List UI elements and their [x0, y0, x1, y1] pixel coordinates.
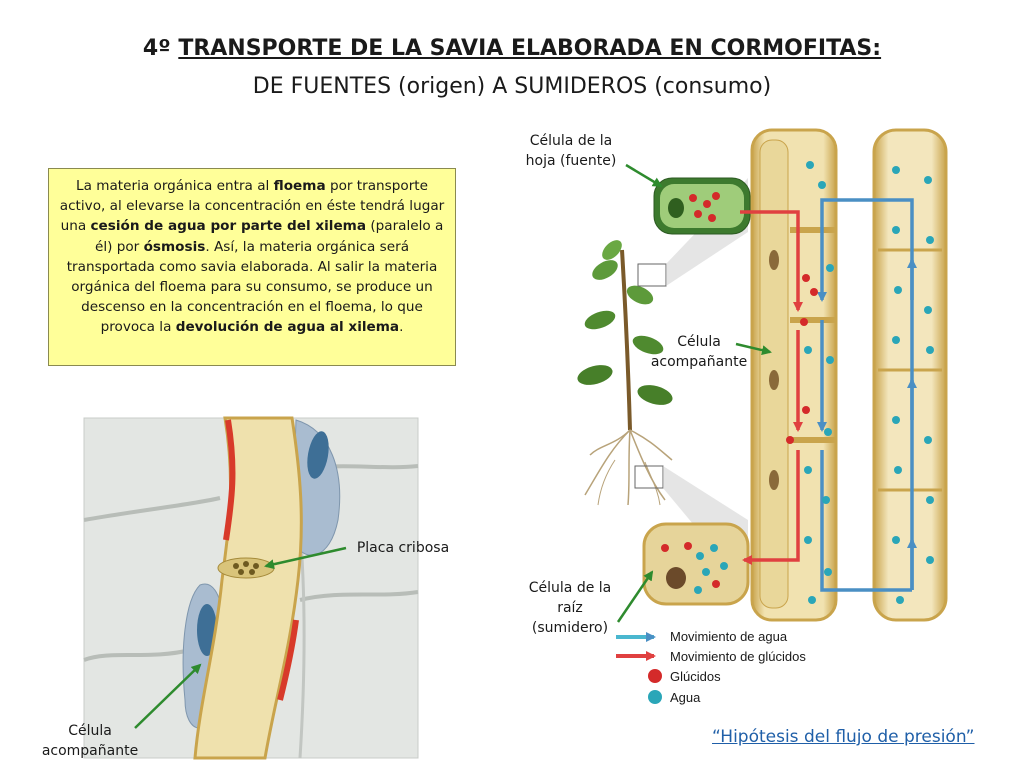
- explanation-bold-cesion: cesión de agua por parte del xilema: [90, 218, 367, 235]
- explanation-bold-osmosis: ósmosis: [143, 238, 206, 255]
- explanation-bold-floema: floema: [273, 178, 326, 194]
- leaf-cell-label-2: hoja (fuente): [525, 153, 617, 169]
- companion-right-label-1: Célula: [677, 334, 721, 350]
- legend-symbols: [616, 632, 662, 704]
- leaf-source-cell: [653, 177, 751, 235]
- page-title: 4º TRANSPORTE DE LA SAVIA ELABORADA EN C…: [0, 36, 1024, 61]
- companion-right-label-2: acompañante: [650, 354, 748, 370]
- root-cell-pointer: [616, 570, 654, 623]
- legend-sugar-movement: Movimiento de glúcidos: [670, 649, 806, 664]
- phloem-sieve-tube: [750, 128, 838, 622]
- legend-sugar-dot: [648, 669, 662, 683]
- companion-right-pointer: [735, 342, 772, 356]
- legend-water-dot: [648, 690, 662, 704]
- legend-water-movement: Movimiento de agua: [670, 629, 788, 644]
- root-cell-label-1: Célula de la: [528, 580, 612, 596]
- explanation-text-3: (paralelo a él) por: [94, 218, 444, 255]
- sieve-plate-pointer: [264, 546, 347, 570]
- xylem-vessel: [872, 128, 948, 622]
- title-number: 4º: [142, 36, 171, 61]
- companion-left-label-2: acompañante: [41, 743, 139, 759]
- leaf-cell-label: Célula de la hoja (fuente): [512, 131, 630, 171]
- companion-left-label: Célula acompañante: [30, 721, 150, 761]
- legend-sugars: Glúcidos: [670, 669, 721, 684]
- flow-arrows: [740, 198, 917, 592]
- companion-right-label: Célula acompañante: [645, 332, 753, 372]
- root-cell-label: Célula de la raíz (sumidero): [520, 578, 620, 638]
- page-subtitle: DE FUENTES (origen) A SUMIDEROS (consumo…: [252, 74, 772, 99]
- legend-water: Agua: [670, 690, 701, 705]
- explanation-text-5: .: [399, 319, 404, 336]
- molecules: [786, 161, 934, 604]
- explanation-bold-devolucion: devolución de agua al xilema: [175, 319, 400, 336]
- leaf-cell-pointer: [625, 163, 663, 188]
- pressure-flow-hypothesis-link[interactable]: “Hipótesis del flujo de presión”: [712, 727, 975, 747]
- sieve-tube-micrograph: [83, 416, 419, 760]
- root-sink-cell: [642, 522, 750, 606]
- root-cell-label-3: (sumidero): [531, 620, 609, 636]
- explanation-text-4: . Así, la materia orgánica será transpor…: [66, 238, 438, 336]
- title-text: TRANSPORTE DE LA SAVIA ELABORADA EN CORM…: [178, 36, 882, 61]
- explanation-text-1: La materia orgánica entra al: [76, 178, 274, 194]
- explanation-box: La materia orgánica entra al floema por …: [48, 168, 456, 366]
- leaf-cell-label-1: Célula de la: [529, 133, 613, 149]
- root-cell-label-2: raíz: [557, 600, 583, 616]
- sieve-plate-label: Placa cribosa: [356, 540, 450, 556]
- explanation-text-2: por transporte activo, al elevarse la co…: [59, 178, 445, 235]
- companion-left-pointer: [134, 663, 202, 729]
- companion-left-label-1: Célula: [68, 723, 112, 739]
